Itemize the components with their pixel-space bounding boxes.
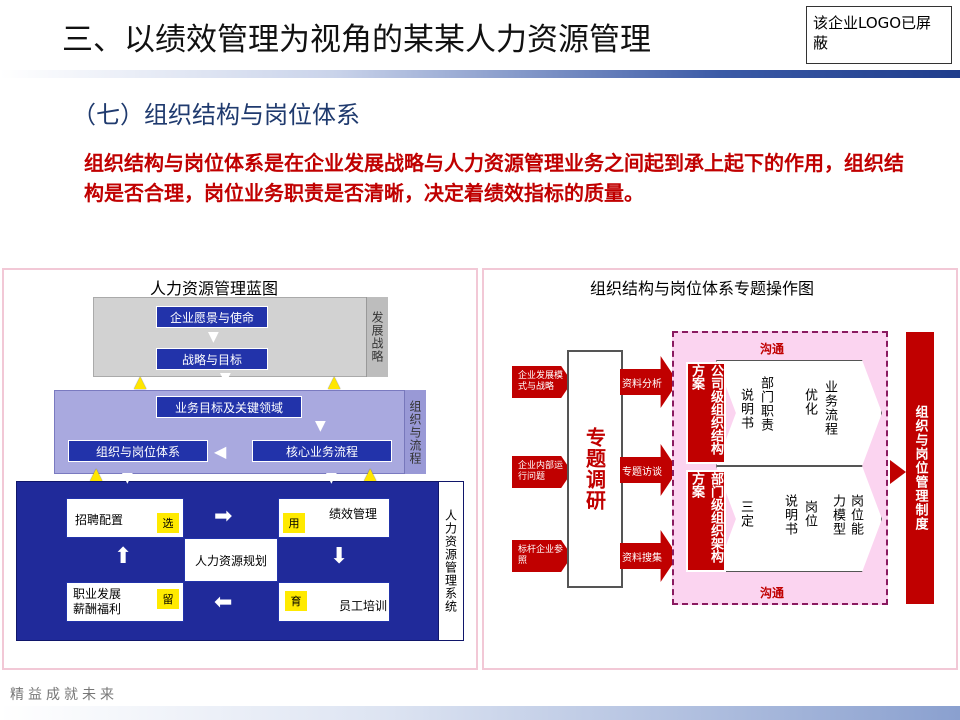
bottom-col1: 三定 [738,500,753,528]
company-org-label: 公司级组织结构方案 [689,364,723,455]
bottom-chevron-row [716,466,882,572]
arrow-up-icon: ▲ [328,372,341,391]
intro-paragraph: 组织结构与岗位体系是在企业发展战略与人力资源管理业务之间起到承上起下的作用，组织… [84,151,904,205]
bottom-col5: 岗位能 [848,494,863,536]
arrow-up-icon: ▲ [134,372,147,391]
arrow-interview-label: 专题访谈 [622,467,662,478]
arrow-down-icon: ▼ [220,370,231,386]
tier-hr-label: 人力资源管理系统 [443,509,458,613]
bottom-col4: 力模型 [830,494,845,536]
arrow-down-icon: ▼ [315,418,326,434]
tier-org-label-box: 组织与流程 [404,390,426,474]
final-system-box: 组织与岗位管理制度 [906,332,934,604]
arrow-left-icon: ◀ [214,442,227,461]
logo-placeholder: 该企业LOGO已屏蔽 [806,6,952,64]
bottom-col3: 岗位 [802,500,817,528]
arrow-down-icon: ⬇ [330,544,349,569]
recruit-badge: 选 [157,513,179,533]
top-col4: 业务流程 [822,380,837,436]
hr-blueprint-title: 人力资源管理蓝图 [150,279,279,298]
training-cell: 员工培训 育 [278,582,390,622]
hr-planning-cell: 人力资源规划 [184,538,278,582]
final-system-label: 组织与岗位管理制度 [912,405,928,531]
research-box: 专题调研 [567,350,623,588]
input-internal: 企业内部运行问题 [512,456,572,488]
dept-org-box: 部门级组织架构方案 [686,470,726,572]
arrow-down-icon: ▼ [122,470,133,486]
top-chevron-row [716,360,882,466]
tier-org-label: 组织与流程 [408,399,422,465]
recruit-cell: 招聘配置 选 [66,498,184,538]
footer-motto: 精益成就未来 [10,687,118,703]
arrow-left-icon: ⬅ [214,590,233,615]
top-col3: 优化 [802,388,817,416]
tier-strategy-label: 发展战略 [370,311,384,363]
top-col2: 部门职责 [758,376,773,432]
tier-hr-label-box: 人力资源管理系统 [438,481,464,641]
input-strategy: 企业发展模式与战略 [512,366,572,398]
career-label: 职业发展 薪酬福利 [73,587,122,616]
page-title: 三、以绩效管理为视角的某某人力资源管理 [62,22,651,58]
operation-map-title: 组织结构与岗位体系专题操作图 [590,279,815,298]
arrow-up-icon: ▲ [364,464,377,483]
arrow-analysis-label: 资料分析 [622,379,662,390]
arrow-collect-label: 资料搜集 [622,553,662,564]
business-goals-box: 业务目标及关键领域 [156,396,302,418]
top-col1: 说明书 [738,388,753,430]
arrow-down-icon: ▼ [208,329,219,345]
tier-strategy-label-box: 发展战略 [366,297,388,377]
footer-gradient-bar [0,706,960,720]
training-badge: 育 [285,591,307,611]
comm-top-label: 沟通 [760,342,785,356]
arrow-up-icon: ▲ [90,464,103,483]
strategy-box: 战略与目标 [156,348,268,370]
career-cell: 职业发展 薪酬福利 留 [66,582,184,622]
header-gradient-bar [0,70,960,78]
input-benchmark: 标杆企业参照 [512,540,572,572]
arrow-up-icon: ⬆ [114,544,133,569]
recruit-label: 招聘配置 [75,513,124,527]
performance-badge: 用 [283,513,305,533]
arrow-right-icon: ➡ [214,504,233,529]
comm-bottom-label: 沟通 [760,586,785,600]
core-process-box: 核心业务流程 [252,440,392,462]
company-org-box: 公司级组织结构方案 [686,362,726,464]
vision-box: 企业愿景与使命 [156,306,268,328]
dept-org-label: 部门级组织架构方案 [689,472,723,563]
org-post-box: 组织与岗位体系 [68,440,208,462]
performance-label: 绩效管理 [329,507,378,521]
bottom-col2: 说明书 [782,494,797,536]
career-badge: 留 [157,589,179,609]
section-subtitle: （七）组织结构与岗位体系 [72,101,360,129]
arrow-down-icon: ▼ [326,470,337,486]
research-label: 专题调研 [582,427,607,511]
performance-cell: 绩效管理 用 [278,498,390,538]
training-label: 员工培训 [339,599,388,613]
